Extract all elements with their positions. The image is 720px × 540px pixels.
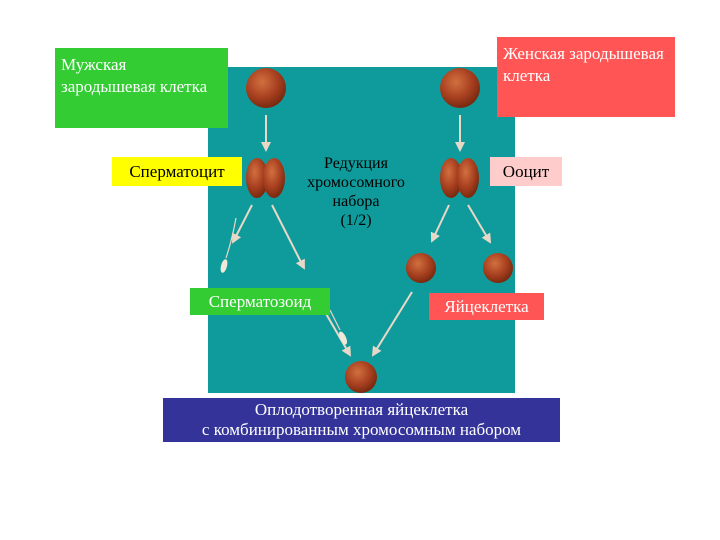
zygote-line-1: Оплодотворенная яйцеклетка: [254, 400, 469, 419]
egg-cell-left-icon: [406, 253, 436, 283]
arrow-oocyte-left: [430, 204, 450, 243]
oocyte-cell-icon: [440, 158, 479, 198]
spermatozoon-icon-bottom: [329, 309, 348, 345]
spermatozoon-icon-left: [220, 217, 237, 273]
egg-cell-label: Яйцеклетка: [429, 293, 544, 320]
reduction-line-3: набора: [332, 193, 380, 210]
male-germ-cell-icon: [246, 68, 286, 108]
oocyte-label: Ооцит: [490, 157, 562, 186]
zygote-cell-icon: [345, 361, 377, 393]
arrow-oocyte-right: [467, 204, 492, 244]
arrow-egg-to-zygote: [371, 291, 413, 357]
reduction-line-2: хромосомного: [307, 174, 405, 191]
reduction-label: Редукция хромосомного набора (1/2): [286, 154, 426, 230]
arrow-spermatocyte-right: [271, 204, 305, 270]
zygote-line-2: с комбинированным хромосомным набором: [201, 420, 522, 439]
egg-cell-right-icon: [483, 253, 513, 283]
female-germ-cell-label: Женская зародышевая клетка: [497, 37, 675, 117]
spermatocyte-label: Сперматоцит: [112, 157, 242, 186]
reduction-line-4: (1/2): [340, 212, 372, 229]
spermatozoon-label: Сперматозоид: [190, 288, 330, 315]
reduction-line-1: Редукция: [324, 155, 388, 172]
male-germ-cell-label: Мужская зародышевая клетка: [55, 48, 228, 128]
arrow-spermatocyte-left: [232, 204, 253, 244]
zygote-label: Оплодотворенная яйцеклетка с комбинирова…: [163, 398, 560, 442]
female-germ-cell-icon: [440, 68, 480, 108]
spermatocyte-cell-icon: [246, 158, 285, 198]
diagram-background: [208, 67, 515, 393]
